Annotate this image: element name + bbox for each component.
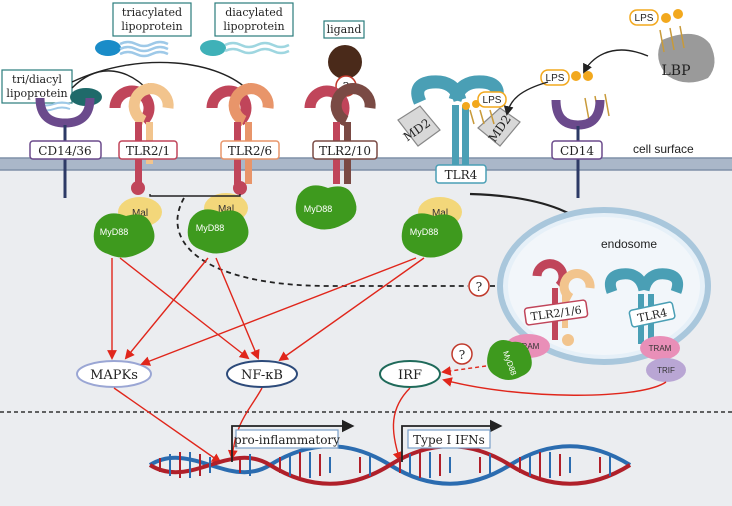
tlr2-6-adaptors: Mal MyD88	[187, 193, 249, 254]
svg-text:Type I IFNs: Type I IFNs	[413, 433, 485, 447]
svg-text:TLR2/1: TLR2/1	[126, 144, 170, 158]
cd14-receptor: LPS CD14	[540, 69, 610, 198]
svg-text:Mal: Mal	[432, 208, 448, 219]
lbp-lps: LBP LPS	[629, 9, 715, 83]
endosome-tlr4-adaptors: TRAM TRIF	[640, 336, 686, 382]
svg-text:ligand: ligand	[327, 23, 362, 36]
tlr2-bracket	[149, 194, 241, 197]
svg-text:pro-inflammatory: pro-inflammatory	[234, 433, 340, 447]
svg-text:LPS: LPS	[546, 73, 565, 84]
svg-text:LPS: LPS	[483, 95, 502, 106]
svg-text:endosome: endosome	[601, 237, 657, 251]
mapks-node: MAPKs	[76, 360, 152, 388]
svg-text:lipoprotein: lipoprotein	[121, 20, 182, 33]
svg-text:triacylated: triacylated	[122, 6, 182, 19]
svg-text:CD14/36: CD14/36	[38, 144, 91, 158]
arrow-cd14-to-tlr4	[503, 81, 549, 116]
triacylated-lipoprotein: triacylated lipoprotein	[95, 2, 192, 58]
svg-text:lipoprotein: lipoprotein	[6, 87, 67, 100]
svg-text:?: ?	[476, 280, 482, 294]
tlr2-10-adaptors: MyD88	[295, 185, 357, 230]
svg-text:LBP: LBP	[661, 63, 690, 79]
tlr2-1-adaptors: Mal MyD88	[93, 197, 162, 258]
svg-text:TLR2/6: TLR2/6	[228, 144, 272, 158]
tlr2-1-receptor: TLR2/1	[109, 83, 178, 195]
svg-text:TRIF: TRIF	[657, 366, 675, 375]
cell-membrane	[0, 158, 732, 170]
tlr2-10-receptor: TLR2/10	[304, 83, 378, 184]
endosomal-tlr2-1-6: TLR2/1/6	[523, 259, 595, 346]
svg-text:tri/diacyl: tri/diacyl	[12, 73, 62, 86]
svg-text:Mal: Mal	[218, 204, 234, 215]
svg-text:NF-κB: NF-κB	[241, 368, 283, 383]
type1-ifn-gene: Type I IFNs	[401, 419, 503, 462]
svg-text:MAPKs: MAPKs	[90, 368, 138, 383]
svg-text:TLR2/10: TLR2/10	[319, 144, 371, 158]
internalization-arrow	[176, 197, 468, 287]
signaling-arrows	[107, 257, 667, 464]
tlr4-adaptors: Mal MyD88	[401, 197, 463, 258]
endosomal-tlr4: TLR4	[604, 268, 684, 344]
endosome-tlr2-adaptors: TRAM MyD88	[487, 334, 550, 380]
pro-inflammatory-gene: pro-inflammatory	[231, 419, 355, 462]
irf-node: IRF	[379, 360, 441, 388]
dna-helix	[148, 444, 632, 486]
tlr4-md2-complex: MD2 MD2 LPS TLR4	[397, 75, 521, 184]
internalization-question	[468, 275, 490, 297]
svg-text:LPS: LPS	[635, 13, 654, 24]
svg-text:MyD88: MyD88	[100, 227, 129, 237]
arrow-to-tlr2-6	[71, 61, 252, 94]
arrow-lbp-to-cd14	[583, 49, 649, 74]
svg-text:lipoprotein: lipoprotein	[223, 20, 284, 33]
diacylated-lipoprotein: diacylated lipoprotein	[200, 2, 294, 56]
svg-text:TLR4: TLR4	[445, 168, 478, 182]
cell-surface-label: cell surface	[633, 142, 694, 156]
svg-text:Mal: Mal	[132, 208, 148, 219]
myd88-irf-question	[451, 343, 473, 365]
tlr2-6-receptor: TLR2/6	[206, 83, 280, 195]
svg-text:TRAM: TRAM	[517, 342, 540, 351]
cd14-36-receptor: CD14/36	[29, 97, 102, 198]
svg-text:MyD88: MyD88	[304, 204, 333, 214]
svg-text:?: ?	[459, 348, 465, 362]
ligand: ligand ?	[323, 20, 365, 97]
svg-text:TLR4: TLR4	[636, 306, 668, 325]
svg-text:MyD88: MyD88	[196, 223, 225, 233]
svg-text:MyD88: MyD88	[410, 227, 439, 237]
nfkb-node: NF-κB	[226, 360, 298, 388]
svg-text:TRAM: TRAM	[649, 344, 672, 353]
svg-text:CD14: CD14	[560, 144, 594, 158]
svg-text:diacylated: diacylated	[225, 6, 283, 19]
svg-text:IRF: IRF	[398, 368, 422, 383]
